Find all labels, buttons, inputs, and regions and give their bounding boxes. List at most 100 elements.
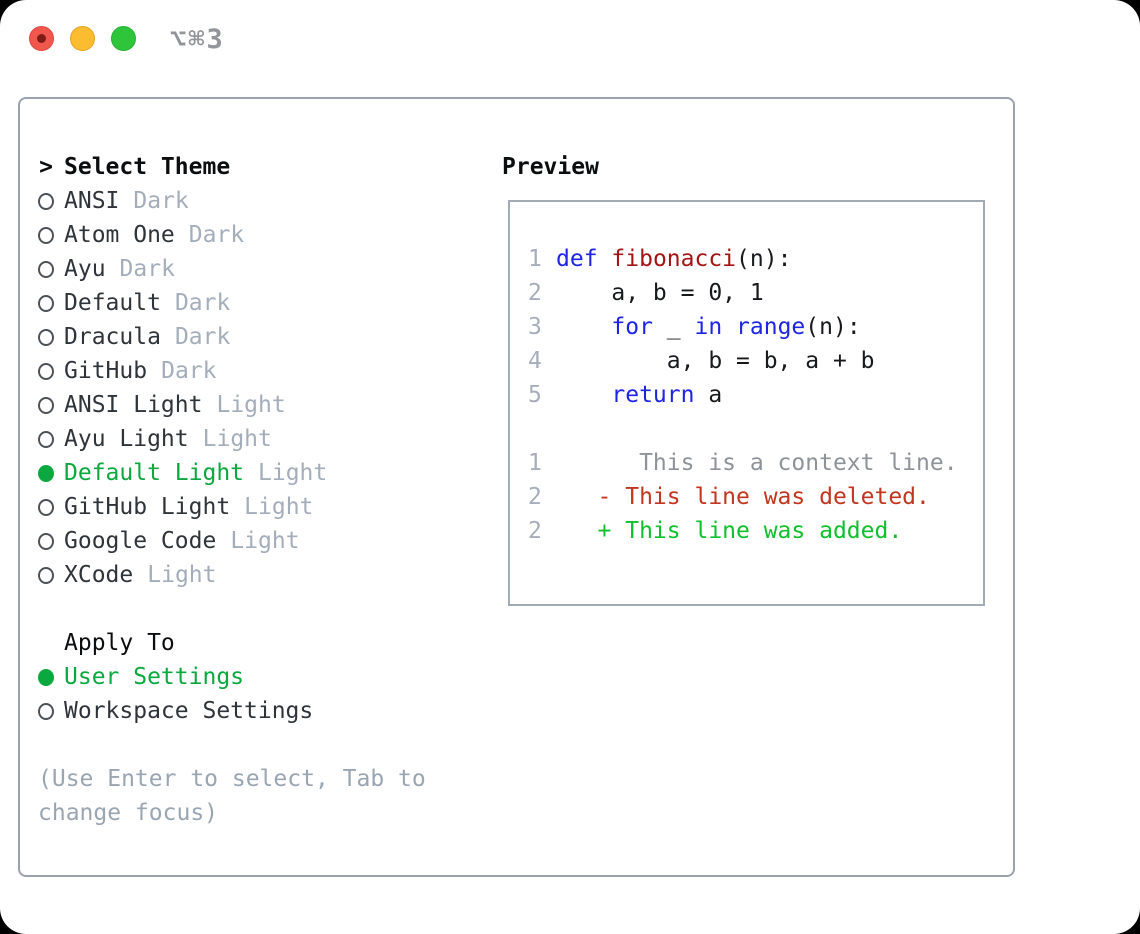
- theme-option-ayu-light[interactable]: Ayu Light Light: [38, 422, 426, 456]
- line-number: 2: [528, 280, 542, 306]
- theme-option-ayu[interactable]: Ayu Dark: [38, 252, 426, 286]
- line-number: 1: [528, 450, 542, 476]
- zoom-button[interactable]: [111, 26, 136, 51]
- theme-variant-tag: Dark: [174, 290, 231, 316]
- radio-icon: [38, 294, 54, 312]
- spacer: [38, 592, 426, 626]
- theme-option-github-light[interactable]: GitHub Light Light: [38, 490, 426, 524]
- apply-option-workspace-settings[interactable]: Workspace Settings: [38, 694, 426, 728]
- code-segment-deleted: - This line was deleted.: [556, 484, 930, 510]
- line-number: 5: [528, 382, 542, 408]
- theme-option-default-light[interactable]: Default Light Light: [38, 456, 426, 490]
- line-number: 2: [528, 518, 542, 544]
- code-segment-keyword: def: [556, 246, 598, 272]
- close-dot-icon: [37, 34, 46, 43]
- code-line: 5 return a: [528, 378, 983, 412]
- theme-variant-tag: Light: [216, 392, 286, 418]
- radio-selected-icon: [38, 464, 54, 482]
- radio-slot: [38, 396, 54, 414]
- select-theme-title: Select Theme: [64, 154, 231, 180]
- spacer: [38, 728, 426, 762]
- theme-name: Ayu: [64, 256, 106, 282]
- code-line: 4 a, b = b, a + b: [528, 344, 983, 378]
- hint-line-2: change focus): [38, 800, 219, 826]
- close-button[interactable]: [29, 26, 54, 51]
- theme-name: Google Code: [64, 528, 217, 554]
- preview-title: Preview: [502, 154, 599, 180]
- code-segment-function: fibonacci: [611, 246, 737, 272]
- apply-to-title: Apply To: [64, 630, 175, 656]
- theme-name: GitHub Light: [64, 494, 231, 520]
- code-segment-plain: a: [694, 382, 723, 408]
- theme-variant-tag: Dark: [133, 188, 189, 214]
- apply-option-user-settings[interactable]: User Settings: [38, 660, 426, 694]
- hint-line-1: (Use Enter to select, Tab to: [38, 766, 426, 792]
- apply-name: Workspace Settings: [64, 698, 314, 724]
- diff-line: 1 This is a context line.: [528, 446, 983, 480]
- line-number: 4: [528, 348, 542, 374]
- radio-slot: [38, 532, 54, 550]
- theme-name: GitHub: [64, 358, 148, 384]
- spacer: [528, 412, 983, 446]
- theme-variant-tag: Dark: [119, 256, 175, 282]
- theme-name: Ayu Light: [64, 426, 189, 452]
- theme-name: ANSI Light: [64, 392, 203, 418]
- radio-selected-icon: [38, 668, 54, 686]
- code-segment-plain: [556, 382, 611, 408]
- radio-slot: [38, 362, 54, 380]
- code-segment-plain: a, b = 0, 1: [556, 280, 764, 306]
- code-segment-plain: _: [652, 314, 695, 340]
- prompt-caret-icon: >: [39, 154, 53, 180]
- code-line: 1 def fibonacci(n):: [528, 242, 983, 276]
- radio-slot: [38, 702, 54, 720]
- code-segment-plain: (n):: [805, 314, 861, 340]
- code-segment-plain: (n):: [736, 246, 792, 272]
- code-segment-keyword: range: [736, 314, 806, 340]
- radio-slot: [38, 430, 54, 448]
- line-number: 1: [528, 246, 542, 272]
- radio-slot: [38, 464, 54, 482]
- radio-slot: [38, 260, 54, 278]
- theme-variant-tag: Light: [258, 460, 328, 486]
- theme-option-ansi-light[interactable]: ANSI Light Light: [38, 388, 426, 422]
- radio-slot: [38, 226, 54, 244]
- radio-icon: [38, 702, 54, 720]
- code-segment-keyword: return: [611, 382, 695, 408]
- line-number: 3: [528, 314, 542, 340]
- theme-variant-tag: Light: [202, 426, 272, 452]
- theme-name: Dracula: [64, 324, 161, 350]
- radio-icon: [38, 532, 54, 550]
- code-line: 3 for _ in range(n):: [528, 310, 983, 344]
- window-title: ⌥⌘3: [170, 24, 225, 55]
- radio-icon: [38, 226, 54, 244]
- radio-slot: [38, 566, 54, 584]
- code-segment-plain: a, b = b, a + b: [556, 348, 875, 374]
- minimize-button[interactable]: [70, 26, 95, 51]
- code-segment-plain: [598, 246, 612, 272]
- radio-icon: [38, 498, 54, 516]
- theme-name: Default Light: [64, 460, 245, 486]
- code-segment-keyword: in: [694, 314, 723, 340]
- radio-icon: [38, 328, 54, 346]
- traffic-lights: [29, 26, 136, 51]
- line-number: 2: [528, 484, 542, 510]
- code-segment-keyword: for: [611, 314, 653, 340]
- radio-icon: [38, 362, 54, 380]
- theme-variant-tag: Light: [244, 494, 314, 520]
- radio-icon: [38, 566, 54, 584]
- theme-name: XCode: [64, 562, 134, 588]
